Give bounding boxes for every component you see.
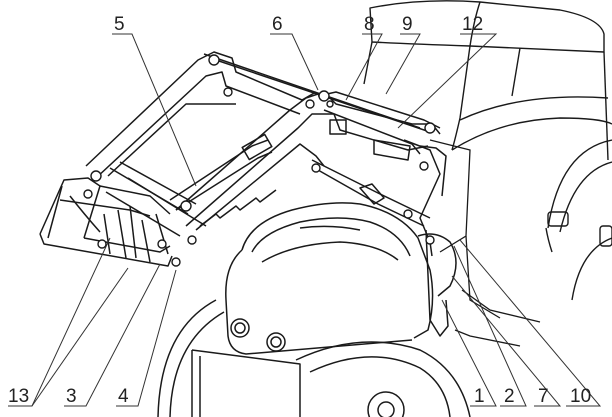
callout-1: 1	[474, 386, 485, 407]
callout-4: 4	[118, 386, 129, 407]
callout-13: 13	[8, 386, 29, 407]
callout-9: 9	[402, 14, 413, 35]
pivot-pins	[83, 54, 436, 267]
callout-6: 6	[272, 14, 283, 35]
front-wheel	[157, 299, 471, 417]
callout-3: 3	[66, 386, 77, 407]
callout-2: 2	[504, 386, 515, 407]
tractor-hood	[191, 202, 434, 417]
callout-12: 12	[462, 14, 483, 35]
callout-8: 8	[364, 14, 375, 35]
callout-7: 7	[538, 386, 549, 407]
quick-attach-frame	[39, 177, 173, 267]
rear-wheel	[545, 139, 612, 301]
callout-10: 10	[570, 386, 591, 407]
callout-leaders	[8, 33, 602, 407]
loader-boom	[85, 51, 457, 337]
callout-5: 5	[114, 14, 125, 35]
tractor-cab	[363, 0, 612, 161]
callout-labels: 5 6 8 9 12 13 3 4 1 2 7 10	[8, 14, 591, 407]
engine-side-panel	[429, 139, 541, 347]
